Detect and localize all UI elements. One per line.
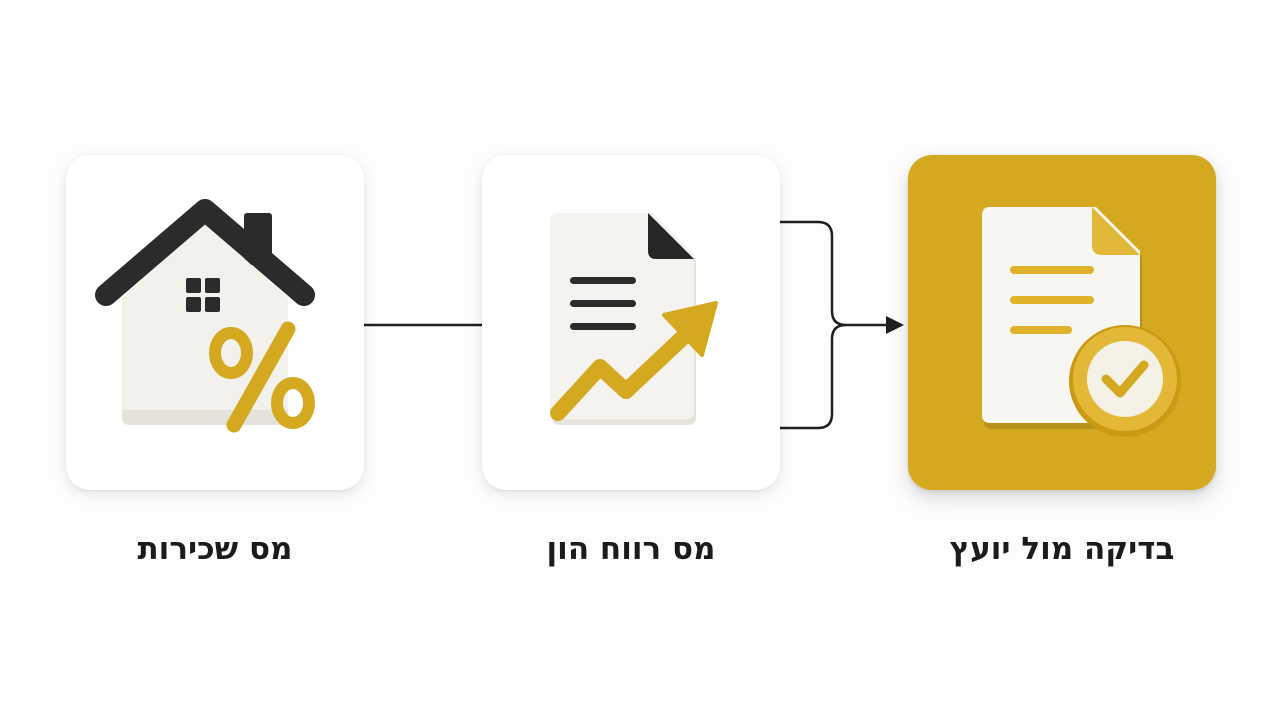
step-card-capital-gains-tax <box>482 155 780 490</box>
document-check-icon <box>982 207 1181 437</box>
step-label-advisor-review: בדיקה מול יועץ <box>949 531 1175 567</box>
arrowhead-icon <box>886 316 904 334</box>
step-label-rental-tax: מס שכירות <box>137 531 293 567</box>
connector-bracket-capital-advisor <box>778 220 890 430</box>
house-percent-icon <box>95 199 315 433</box>
step-card-rental-tax <box>66 155 364 490</box>
document-growth-icon <box>550 213 718 425</box>
step-card-advisor-review <box>908 155 1216 490</box>
step-label-capital-gains-tax: מס רווח הון <box>546 531 716 567</box>
